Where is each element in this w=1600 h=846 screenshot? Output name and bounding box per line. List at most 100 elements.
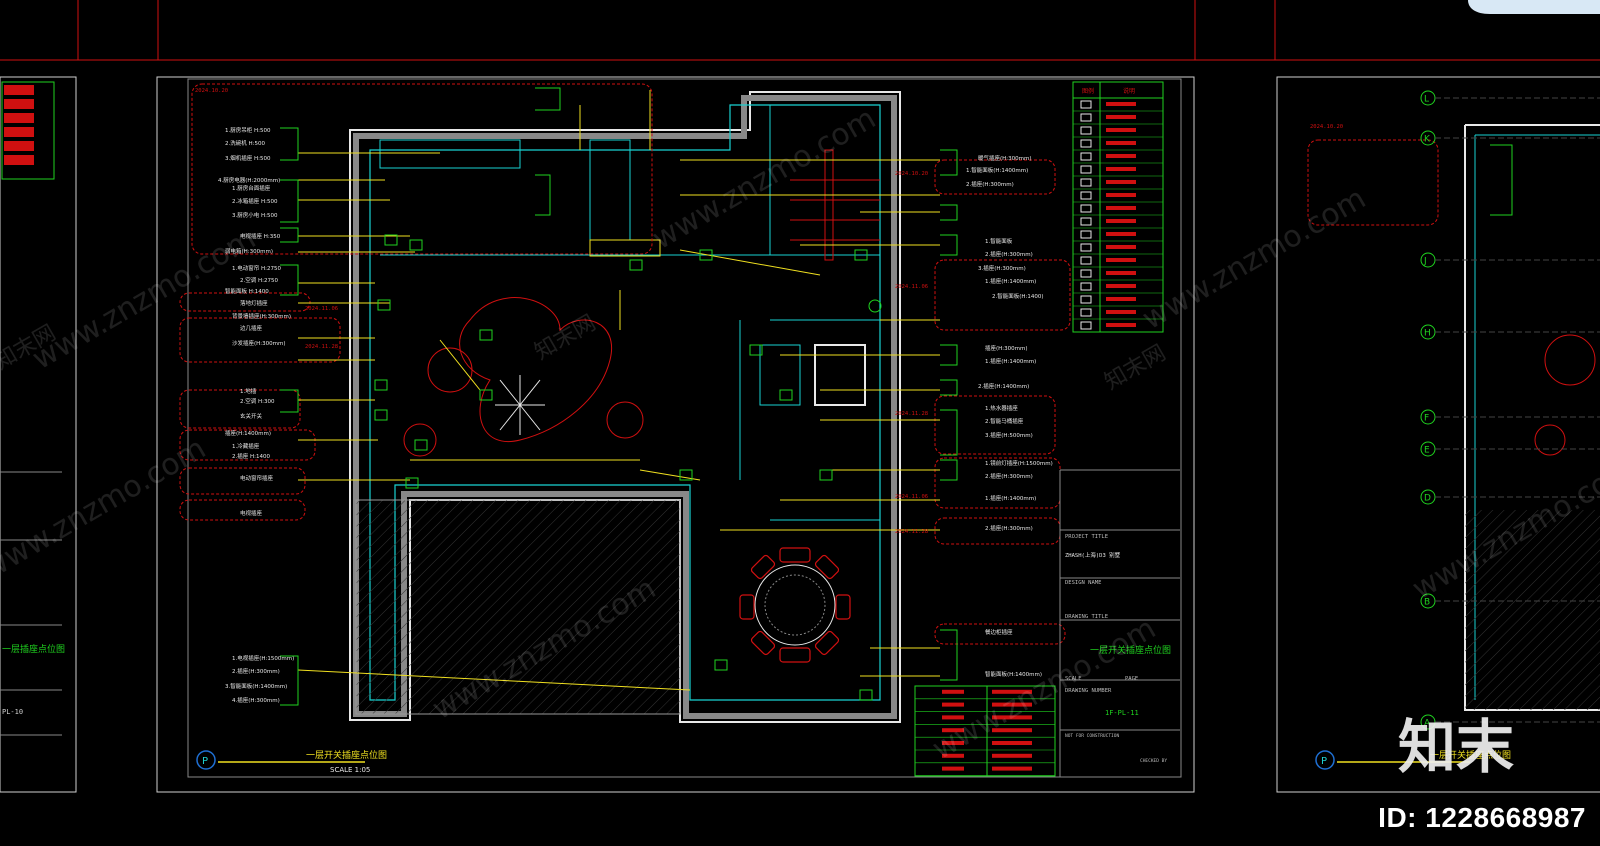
label-brackets xyxy=(280,87,1513,706)
legend-desc-mark xyxy=(1106,102,1136,106)
legend-symbol xyxy=(1080,113,1092,122)
svg-text:2024.11.06: 2024.11.06 xyxy=(895,494,928,500)
svg-text:3.插座(H:300mm): 3.插座(H:300mm) xyxy=(978,264,1026,272)
grid-axis-label: D xyxy=(1424,494,1431,504)
svg-text:3.插座(H:500mm): 3.插座(H:500mm) xyxy=(985,431,1033,439)
drawing-title: 一层开关插座点位图 xyxy=(306,749,387,761)
legend-symbol xyxy=(1080,282,1092,291)
svg-text:1.插座(H:1400mm): 1.插座(H:1400mm) xyxy=(985,357,1036,365)
bottom-legend-mark xyxy=(942,689,964,694)
bottom-legend-mark xyxy=(942,702,964,707)
svg-text:1.电视插座(H:1500mm): 1.电视插座(H:1500mm) xyxy=(232,654,294,662)
legend-rows xyxy=(1073,100,1163,333)
svg-text:2024.10.20: 2024.10.20 xyxy=(895,171,928,177)
legend-symbol xyxy=(1080,295,1092,304)
svg-text:2.空调 H:2750: 2.空调 H:2750 xyxy=(240,276,278,284)
svg-text:1.插座(H:1400mm): 1.插座(H:1400mm) xyxy=(985,277,1036,285)
not-for-construction: NOT FOR CONSTRUCTION xyxy=(1065,733,1119,739)
watermark-5: www.znzmo.com xyxy=(1137,181,1372,337)
bottom-legend-table xyxy=(914,685,1056,777)
svg-text:1.智能面板: 1.智能面板 xyxy=(985,237,1013,245)
design-name-label: DESIGN NAME xyxy=(1065,580,1101,586)
legend-table: 图例 说明 xyxy=(1072,81,1164,333)
legend-desc-mark xyxy=(1106,167,1136,171)
grid-axis-label: E xyxy=(1424,446,1430,456)
right-title: 一层开关插座点位图 xyxy=(1090,644,1171,656)
legend-symbol xyxy=(1080,139,1092,148)
legend-desc-mark xyxy=(1106,323,1136,327)
legend-symbol xyxy=(1080,178,1092,187)
svg-text:插座(H:1400mm): 插座(H:1400mm) xyxy=(225,429,271,437)
svg-text:1.热水器插座: 1.热水器插座 xyxy=(985,404,1018,412)
svg-text:4.厨房电器(H:2000mm): 4.厨房电器(H:2000mm) xyxy=(218,176,280,184)
svg-text:插座(H:300mm): 插座(H:300mm) xyxy=(985,344,1028,352)
site-logo: 知末 xyxy=(1397,713,1514,781)
svg-text:2024.10.20: 2024.10.20 xyxy=(195,88,228,94)
bottom-legend-mark-2 xyxy=(992,715,1032,720)
drawing-scale: SCALE 1:05 xyxy=(330,766,370,774)
scale-label: SCALE xyxy=(1065,676,1082,682)
drawing-number-label: DRAWING NUMBER xyxy=(1065,688,1112,694)
svg-text:1.镜前灯插座(H:1500mm): 1.镜前灯插座(H:1500mm) xyxy=(985,459,1053,467)
legend-symbol xyxy=(1080,308,1092,317)
svg-text:2.智能马桶插座: 2.智能马桶插座 xyxy=(985,417,1024,425)
bottom-legend-mark xyxy=(942,753,964,758)
svg-text:暖气插座(H:300mm): 暖气插座(H:300mm) xyxy=(978,154,1032,162)
left-sheet-legend: 一层插座点位图 PL-10 xyxy=(0,81,65,736)
drawing-title-bar: P 一层开关插座点位图 SCALE 1:05 xyxy=(196,749,387,774)
svg-text:2024.11.28: 2024.11.28 xyxy=(305,344,338,350)
bottom-legend-mark xyxy=(942,715,964,720)
svg-text:2.插座(H:300mm): 2.插座(H:300mm) xyxy=(985,524,1033,532)
svg-text:1.冷藏插座: 1.冷藏插座 xyxy=(232,442,260,450)
sheet-frame-lines xyxy=(0,0,1600,61)
right-grid-marker xyxy=(1315,750,1335,770)
legend-symbol xyxy=(1080,204,1092,213)
svg-text:背景墙插座(H:300mm): 背景墙插座(H:300mm) xyxy=(232,312,291,320)
legend-desc-mark xyxy=(1106,310,1136,314)
svg-text:1.插座(H:1400mm): 1.插座(H:1400mm) xyxy=(985,494,1036,502)
legend-desc-mark xyxy=(1106,206,1136,210)
svg-text:电动窗帘插座: 电动窗帘插座 xyxy=(240,474,274,482)
svg-text:2.智能面板(H:1400): 2.智能面板(H:1400) xyxy=(992,292,1044,300)
legend-symbol xyxy=(1080,230,1092,239)
right-sheet-title: 一层开关插座点位图 xyxy=(1430,749,1511,761)
legend-desc-mark xyxy=(1106,141,1136,145)
svg-text:2024.11.28: 2024.11.28 xyxy=(895,411,928,417)
grid-axis-label: B xyxy=(1424,598,1430,608)
legend-symbol xyxy=(1080,165,1092,174)
sheet-frames xyxy=(0,76,1600,793)
title-block: PROJECT TITLE ZHASH(上海)D3 别墅 DESIGN NAME… xyxy=(1059,469,1180,777)
svg-text:玄关开关: 玄关开关 xyxy=(240,412,263,420)
bottom-legend-mark-2 xyxy=(992,753,1032,758)
svg-text:2024.11.28: 2024.11.28 xyxy=(895,529,928,535)
svg-text:2.插座(H:300mm): 2.插座(H:300mm) xyxy=(966,180,1014,188)
svg-text:餐边柜插座: 餐边柜插座 xyxy=(985,628,1013,636)
grid-axis-label: F xyxy=(1424,414,1429,424)
legend-desc-mark xyxy=(1106,245,1136,249)
legend-desc-mark xyxy=(1106,193,1136,197)
drawing-number: 1F-PL-11 xyxy=(1105,709,1139,717)
svg-text:沙发插座(H:300mm): 沙发插座(H:300mm) xyxy=(232,339,286,347)
watermark-brand-3: 知末网 xyxy=(1101,341,1171,396)
grid-axis-label: L xyxy=(1424,95,1429,105)
bottom-legend-mark xyxy=(942,728,964,733)
bottom-legend-mark-2 xyxy=(992,702,1032,707)
svg-text:2.插座(H:300mm): 2.插座(H:300mm) xyxy=(985,472,1033,480)
legend-desc-mark xyxy=(1106,284,1136,288)
svg-text:落地灯插座: 落地灯插座 xyxy=(240,299,268,307)
svg-text:2.冰箱插座 H:500: 2.冰箱插座 H:500 xyxy=(232,197,278,205)
svg-text:2024.11.06: 2024.11.06 xyxy=(305,306,338,312)
project-title-label: PROJECT TITLE xyxy=(1065,534,1108,540)
checked-label: CHECKED BY xyxy=(1140,758,1167,764)
legend-header-symbol: 图例 xyxy=(1082,87,1094,95)
legend-header-desc: 说明 xyxy=(1123,87,1135,95)
svg-text:3.厨房小电 H:500: 3.厨房小电 H:500 xyxy=(232,211,278,219)
drawing-title-label: DRAWING TITLE xyxy=(1065,614,1108,620)
grid-axis-label: H xyxy=(1424,329,1431,339)
corner-badge xyxy=(1468,0,1600,14)
svg-text:弱电箱(H:300mm): 弱电箱(H:300mm) xyxy=(225,247,273,255)
svg-text:电视插座: 电视插座 xyxy=(240,509,263,517)
watermark-3: www.znzmo.com xyxy=(647,101,882,257)
